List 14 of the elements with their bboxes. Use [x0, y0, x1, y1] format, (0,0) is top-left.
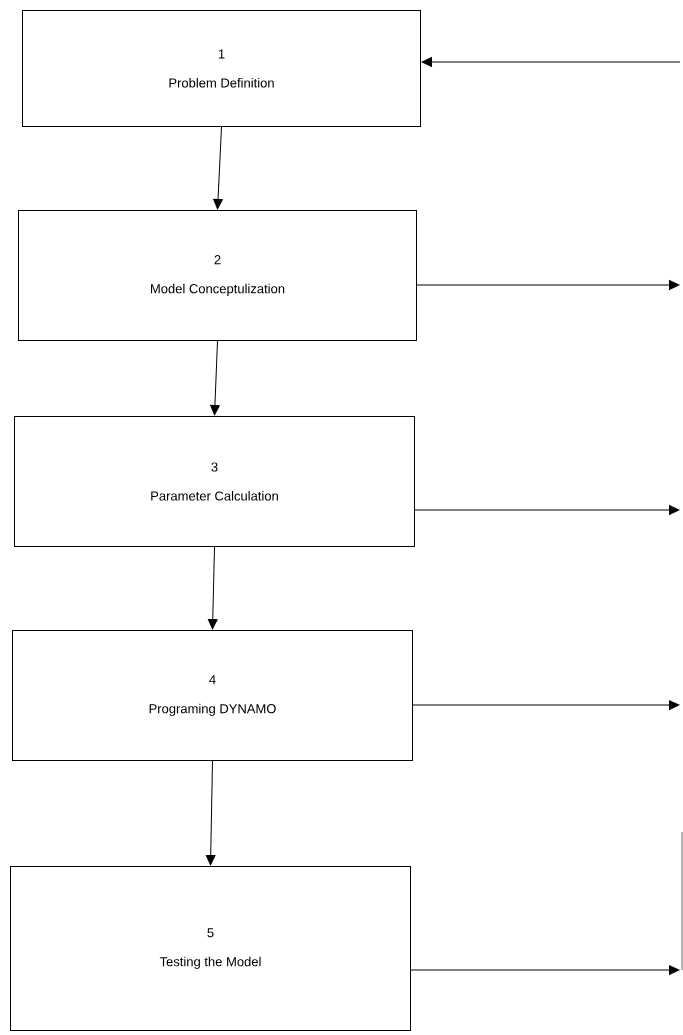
arrow	[410, 965, 680, 975]
process-box: 4 Programing DYNAMO	[12, 630, 413, 761]
arrow	[210, 340, 220, 416]
process-box: 3 Parameter Calculation	[14, 416, 415, 547]
arrow	[412, 700, 680, 710]
process-box: 2 Model Conceptulization	[18, 210, 417, 341]
process-box: 5 Testing the Model	[10, 866, 411, 1031]
arrow	[213, 126, 223, 210]
arrow	[205, 760, 216, 866]
process-box: 1 Problem Definition	[22, 10, 421, 127]
arrow	[416, 280, 680, 290]
arrow	[207, 546, 218, 630]
arrow	[414, 505, 680, 515]
arrow	[421, 57, 681, 67]
